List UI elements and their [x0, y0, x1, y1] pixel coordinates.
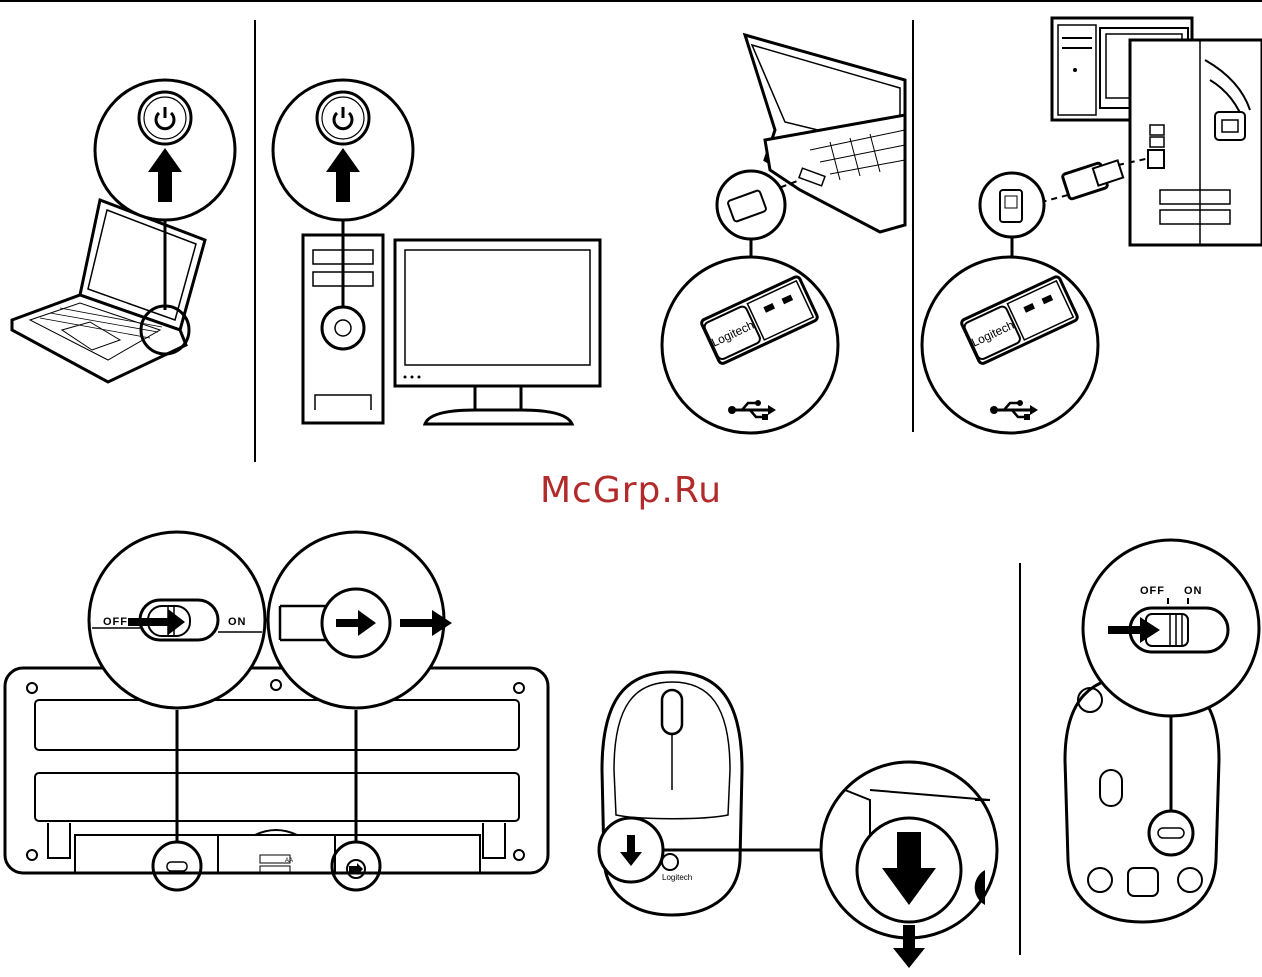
mouse-on-label: ON	[1184, 585, 1203, 597]
on-label: ON	[228, 616, 247, 628]
keyboard-panel: AA OFF ON	[5, 532, 548, 890]
desktop-power-panel	[273, 80, 600, 424]
mouse-off-label: OFF	[1140, 585, 1165, 597]
mouse-battery-panel: Logitech	[599, 672, 997, 968]
mouse-switch-panel: OFF ON	[1065, 540, 1259, 922]
laptop-receiver-panel: Logitech	[662, 35, 905, 433]
power-icon	[139, 92, 191, 144]
off-label: OFF	[103, 616, 128, 628]
mouse-brand-label: Logitech	[662, 873, 692, 882]
battery-label: AA	[285, 858, 293, 864]
watermark: McGrp.Ru	[0, 470, 1262, 511]
laptop-power-panel	[12, 80, 235, 382]
desktop-receiver-panel: Logitech	[922, 18, 1262, 433]
